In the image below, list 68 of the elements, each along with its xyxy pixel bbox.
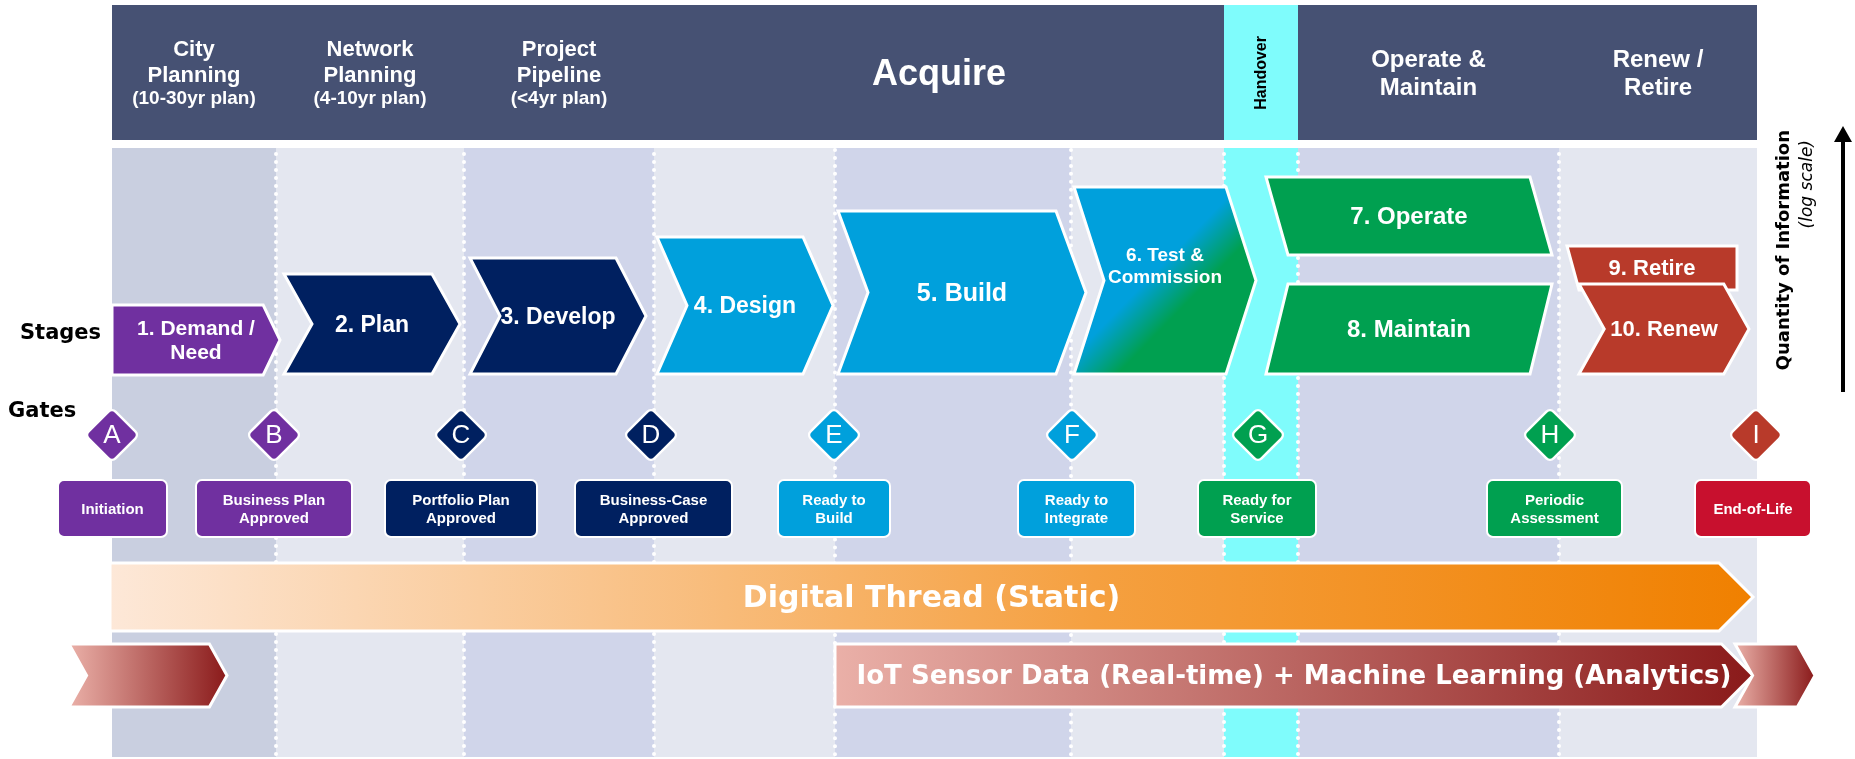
gate-label: Ready to Build <box>801 491 867 526</box>
stage-label: IoT Sensor Data (Real-time) + Machine Learning (Analytics) <box>856 660 1732 691</box>
stage-label: Digital Thread (Static) <box>742 579 1121 615</box>
gate-label: Ready to Integrate <box>1043 491 1110 526</box>
gate-letter: F <box>1064 420 1080 450</box>
gate-label: Portfolio Plan Approved <box>411 491 511 526</box>
row-label: Gates <box>8 398 77 422</box>
band-segment <box>1735 644 1815 707</box>
gate-label-box <box>777 479 891 538</box>
stage-label: 4. Design <box>692 292 798 319</box>
header-title: City Planning <box>146 36 242 87</box>
gate-label: Business Plan Approved <box>221 491 327 526</box>
stage-block <box>657 237 833 374</box>
stage-label: 7. Operate <box>1349 202 1469 230</box>
header-title: Acquire <box>871 51 1006 94</box>
stage-label: 1. Demand / Need <box>136 315 256 365</box>
header-band <box>1298 5 1559 140</box>
header-title: Handover <box>1251 35 1270 110</box>
header-title: Network Planning <box>322 36 418 87</box>
stage-label: 2. Plan <box>333 310 411 338</box>
gate-label-box <box>1694 479 1812 538</box>
gate-label: Ready for Service <box>1221 491 1293 526</box>
stage-label: 9. Retire <box>1608 255 1696 281</box>
axis-label: (log scale) <box>1796 140 1816 229</box>
band-segment <box>69 644 227 707</box>
gate-label-box <box>195 479 353 538</box>
gate-label-box <box>384 479 538 538</box>
stage-block <box>470 258 646 374</box>
header-subtitle: (4-10yr plan) <box>312 86 428 109</box>
header-subtitle: (10-30yr plan) <box>131 86 257 109</box>
stage-label: 10. Renew <box>1609 316 1719 342</box>
stage-label: 8. Maintain <box>1346 315 1472 343</box>
stage-label: 3. Develop <box>499 302 617 330</box>
thread-band <box>110 563 1753 631</box>
stage-label: 6. Test & Commission <box>1107 243 1223 289</box>
gate-label-box <box>1197 479 1317 538</box>
stage-block <box>1266 284 1552 374</box>
gate-label: End-of-Life <box>1713 499 1793 518</box>
gate-label: Initiation <box>81 499 144 518</box>
gate-letter: I <box>1752 420 1760 450</box>
stage-label: 5. Build <box>915 278 1009 307</box>
gate-label: Business-Case Approved <box>598 491 709 526</box>
header-title: Project Pipeline <box>515 36 603 87</box>
header-title: Operate & Maintain <box>1370 44 1487 101</box>
header-subtitle: (<4yr plan) <box>509 86 609 109</box>
gate-label-box <box>1017 479 1136 538</box>
stage-block <box>284 274 460 374</box>
stage-block <box>1074 187 1256 374</box>
gate-label-box <box>574 479 733 538</box>
gate-letter: C <box>451 420 471 450</box>
gate-letter: B <box>265 420 283 450</box>
gate-label: Periodic Assessment <box>1509 491 1600 526</box>
gate-letter: H <box>1540 420 1560 450</box>
row-label: Stages <box>20 320 102 344</box>
gate-letter: A <box>103 420 121 450</box>
header-title: Renew / Retire <box>1611 44 1705 101</box>
gate-letter: G <box>1247 420 1269 450</box>
gate-letter: D <box>641 420 661 450</box>
gate-label-box <box>57 479 168 538</box>
header-band <box>1224 5 1298 140</box>
header-band <box>654 5 1224 140</box>
stage-block <box>112 305 280 375</box>
gate-letter: E <box>825 420 843 450</box>
axis-label: Quantity of Information <box>1772 130 1793 371</box>
stage-block <box>1266 177 1552 255</box>
gate-label-box <box>1486 479 1623 538</box>
header-band <box>1559 5 1757 140</box>
header-band <box>112 5 276 140</box>
